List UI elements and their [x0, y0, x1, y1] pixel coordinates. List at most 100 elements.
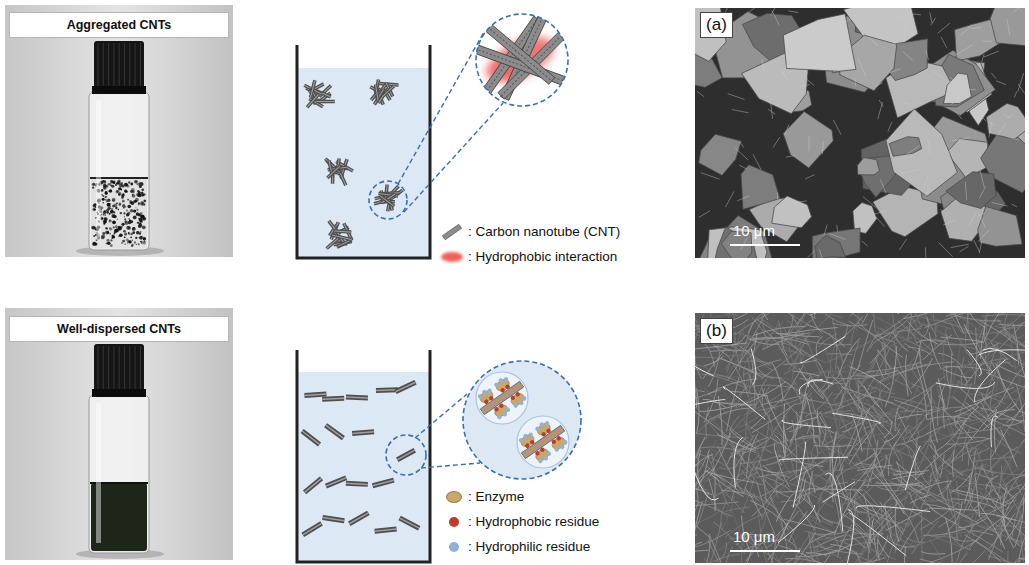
bright-fiber — [936, 382, 995, 388]
cnt-legend-sample — [442, 224, 461, 240]
cnt-particle — [136, 183, 138, 185]
cnt-particle — [137, 222, 139, 224]
nanotube-fiber — [951, 535, 971, 549]
nanotube-fiber — [767, 395, 788, 441]
nanotube-fiber — [971, 514, 974, 536]
hydrophobic-residue — [505, 384, 511, 390]
hydrophobic-residue — [534, 450, 540, 456]
fiber — [739, 165, 747, 169]
nanotube-fiber — [877, 350, 890, 369]
nanotube-fiber — [1016, 535, 1025, 561]
fiber — [992, 203, 1008, 206]
hydrophilic-residue — [498, 377, 504, 383]
nanotube-fiber — [734, 484, 778, 509]
fiber — [825, 30, 832, 34]
nanotube-fiber — [962, 485, 984, 489]
nanotube-fiber — [907, 313, 912, 341]
nanotube-fiber — [929, 333, 941, 368]
cnt-particle — [138, 202, 140, 204]
nanotube-fiber — [697, 415, 722, 432]
nanotube-fiber — [982, 482, 1010, 500]
cnt-stick-shine — [396, 382, 416, 391]
nanotube-fiber — [867, 519, 873, 546]
cnt-particle — [141, 242, 142, 243]
nanotube-fiber — [894, 499, 919, 542]
bright-fiber — [695, 400, 725, 408]
vial-cap — [94, 41, 144, 91]
nanotube-fiber — [824, 421, 856, 445]
nanotube-fiber — [700, 447, 743, 452]
fiber — [858, 59, 866, 76]
nanotube-fiber — [979, 313, 1014, 328]
nanotube-fiber — [842, 418, 866, 432]
nanotube-fiber — [958, 518, 987, 528]
nanotube-fiber — [705, 534, 711, 563]
nanotube-fiber — [836, 325, 848, 347]
nanotube-fiber — [792, 371, 819, 376]
cnt-particle — [117, 181, 121, 185]
nanotube-fiber — [725, 507, 750, 512]
cnt-stick — [302, 431, 319, 444]
bright-fiber — [974, 360, 1005, 402]
nanotube-fiber — [943, 369, 972, 377]
nanotube-fiber — [832, 377, 862, 412]
nanotube-fiber — [921, 551, 945, 554]
cnt-particle — [105, 231, 109, 235]
nanotube-fiber — [1015, 497, 1024, 547]
cnt-particle — [109, 233, 111, 235]
hydrophilic-residue — [521, 395, 527, 401]
enzyme-cnt-complex — [513, 414, 572, 470]
cnt-particle — [102, 198, 105, 201]
nanotube-fiber — [698, 440, 716, 467]
nanotube-fiber — [803, 435, 815, 487]
cnt-particle — [101, 236, 105, 240]
cnt-particle — [107, 191, 109, 193]
nanotube-fiber — [938, 353, 962, 366]
fiber — [903, 102, 909, 103]
fiber — [878, 102, 883, 119]
nanotube-fiber — [910, 492, 920, 510]
fiber — [862, 241, 868, 246]
nanotube-fiber — [954, 367, 975, 394]
enzyme — [549, 434, 569, 454]
cnt-stick — [310, 80, 314, 97]
nanotube-fiber — [788, 383, 803, 405]
carbon-nanotube — [472, 370, 531, 426]
fiber — [978, 230, 988, 241]
enzyme — [517, 430, 537, 450]
cnt-particle — [135, 207, 136, 208]
cap-ridge — [135, 43, 136, 88]
nanotube-fiber — [924, 407, 962, 416]
cnt-stick-shine — [383, 86, 394, 96]
bright-fiber — [905, 446, 920, 490]
nanotube-fiber — [950, 322, 973, 360]
cnt-particle — [140, 241, 141, 242]
nanotube-fiber — [764, 498, 788, 531]
hydrophobic-residue — [493, 406, 499, 412]
nanotube-fiber — [742, 470, 763, 485]
nanotube-fiber — [825, 438, 830, 470]
cnt-stick-shine — [303, 523, 322, 535]
fiber — [819, 249, 822, 258]
fiber — [808, 250, 815, 257]
nanotube-fiber — [830, 493, 868, 512]
cnt-stick-shine — [302, 431, 319, 444]
fiber — [753, 154, 761, 169]
nanotube-fiber — [898, 322, 924, 351]
cnt-particle — [118, 209, 119, 210]
fiber — [960, 246, 969, 252]
cnt-stick-shine — [376, 389, 398, 391]
cnt-particle — [144, 240, 145, 241]
bright-fiber — [979, 350, 1025, 355]
hydrophilic-residue — [554, 446, 560, 452]
cnt-particle — [125, 218, 127, 220]
cnt-particle — [124, 189, 127, 192]
cnt-particle — [130, 236, 132, 238]
fiber — [890, 69, 900, 73]
nanotube-fiber — [1025, 417, 1026, 437]
zoom-line — [404, 103, 503, 212]
beaker-water — [298, 372, 429, 562]
cnt-particle — [105, 214, 107, 216]
cap-ridge — [124, 346, 125, 391]
